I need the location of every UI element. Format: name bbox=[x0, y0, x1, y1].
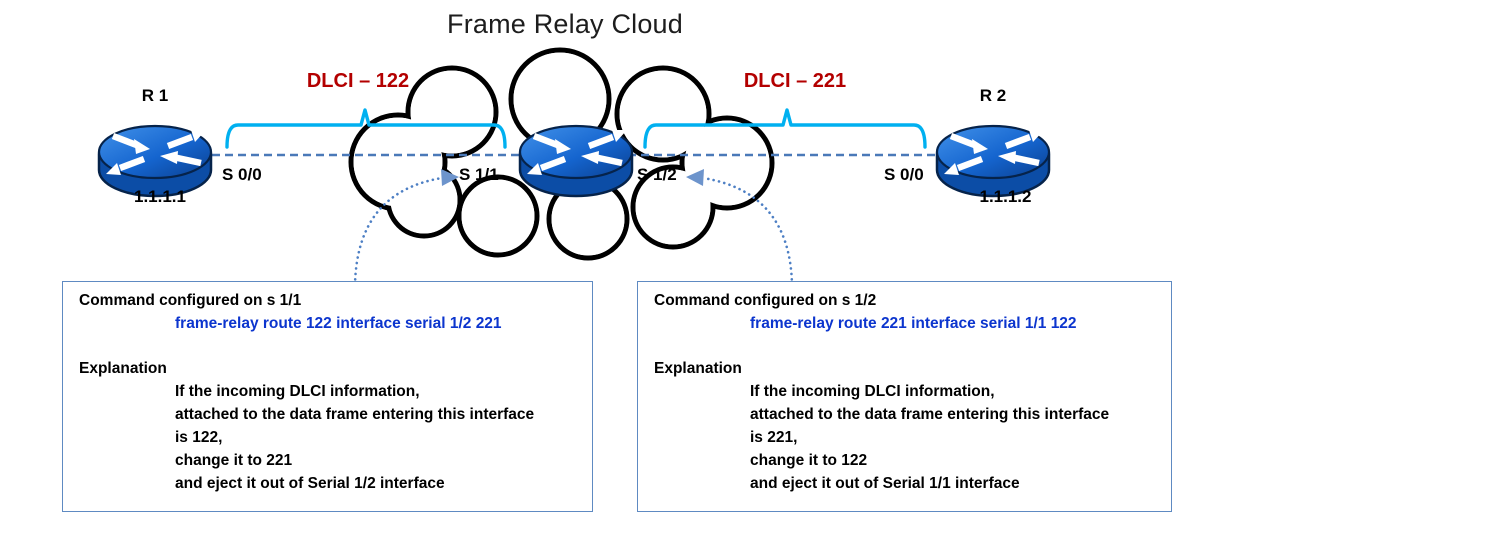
arrowhead-right-icon bbox=[441, 169, 459, 186]
dlci-122-bracket bbox=[225, 108, 507, 149]
router-r2-icon bbox=[937, 126, 1049, 196]
dlci-221-bracket bbox=[643, 108, 927, 149]
frame-relay-cloud bbox=[348, 47, 775, 261]
callout-arrow-to-s1-2 bbox=[686, 169, 794, 287]
arrowhead-left-icon bbox=[686, 169, 704, 186]
router-r1-icon bbox=[99, 126, 211, 196]
frame-relay-switch-icon bbox=[520, 126, 632, 196]
callout-arrow-to-s1-1 bbox=[353, 169, 459, 287]
